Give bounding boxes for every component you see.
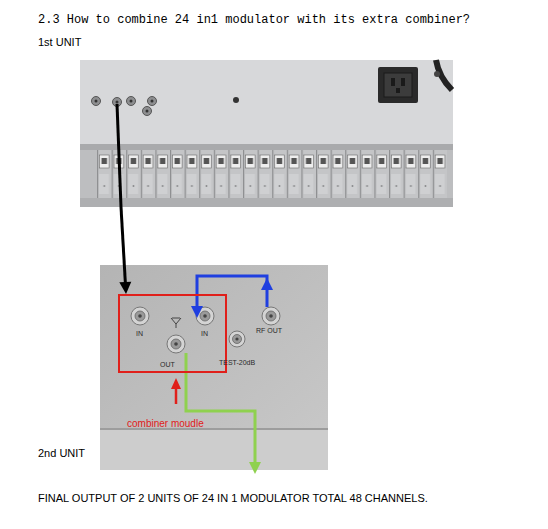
port-label: OUT — [160, 361, 175, 368]
unit-photo-frame: 2nd UNITININOUT — [100, 265, 328, 470]
unit-photo-frame: 1st UNIT — [80, 60, 453, 207]
port-label: IN — [201, 330, 208, 337]
arrow-head — [119, 282, 131, 294]
port-label: IN — [136, 330, 143, 337]
port-label: RF OUT — [256, 327, 282, 334]
caption-text: FINAL OUTPUT OF 2 UNITS OF 24 IN 1 MODUL… — [38, 492, 428, 504]
combiner-module-box: IN IN OUT — [118, 294, 227, 373]
unit-heading: 1st UNIT — [38, 36, 81, 48]
callout-label: combiner moudle — [127, 418, 204, 429]
diagram-title: 2.3 How to combine 24 in1 modulator with… — [38, 13, 470, 27]
port-label: TEST-20dB — [219, 359, 255, 366]
signal-arrow — [119, 207, 131, 294]
unit-heading: 2nd UNIT — [38, 447, 85, 459]
arrow-line — [121, 207, 125, 284]
